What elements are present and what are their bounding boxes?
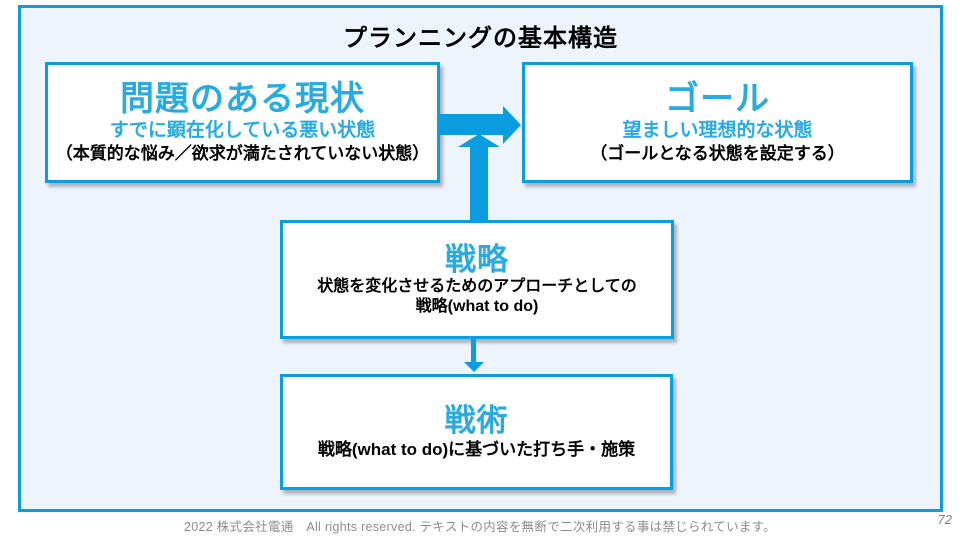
box-tactics: 戦術 戦略(what to do)に基づいた打ち手・施策 bbox=[280, 374, 673, 490]
page-number: 72 bbox=[937, 512, 952, 527]
box-goal: ゴール 望ましい理想的な状態 （ゴールとなる状態を設定する） bbox=[522, 62, 913, 183]
box-strategy: 戦略 状態を変化させるためのアプローチとしての 戦略(what to do) bbox=[280, 220, 674, 339]
goal-note: （ゴールとなる状態を設定する） bbox=[590, 144, 845, 164]
current-state-heading: 問題のある現状 bbox=[120, 79, 365, 118]
arrow-down-icon bbox=[471, 339, 476, 363]
copyright-footer: 2022 株式会社電通 All rights reserved. テキストの内容… bbox=[183, 520, 777, 534]
arrow-up-head-icon bbox=[458, 134, 500, 147]
arrow-down-head-icon bbox=[464, 362, 484, 372]
current-state-subheading: すでに顕在化している悪い状態 bbox=[109, 119, 376, 141]
current-state-note: （本質的な悩み／欲求が満たされていない状態） bbox=[55, 144, 430, 164]
goal-heading: ゴール bbox=[665, 79, 770, 118]
arrow-right-head-icon bbox=[503, 106, 521, 144]
arrow-up-icon bbox=[470, 146, 488, 221]
strategy-note-line1: 状態を変化させるためのアプローチとしての bbox=[317, 278, 637, 296]
strategy-heading: 戦略 bbox=[445, 241, 509, 277]
slide-title: プランニングの基本構造 bbox=[343, 25, 618, 52]
strategy-note-line2: 戦略(what to do) bbox=[415, 298, 539, 316]
tactics-note: 戦略(what to do)に基づいた打ち手・施策 bbox=[317, 439, 636, 459]
goal-subheading: 望ましい理想的な状態 bbox=[622, 119, 813, 141]
arrow-right-icon bbox=[440, 114, 504, 135]
tactics-heading: 戦術 bbox=[444, 403, 509, 439]
box-current-state: 問題のある現状 すでに顕在化している悪い状態 （本質的な悩み／欲求が満たされてい… bbox=[45, 62, 440, 183]
